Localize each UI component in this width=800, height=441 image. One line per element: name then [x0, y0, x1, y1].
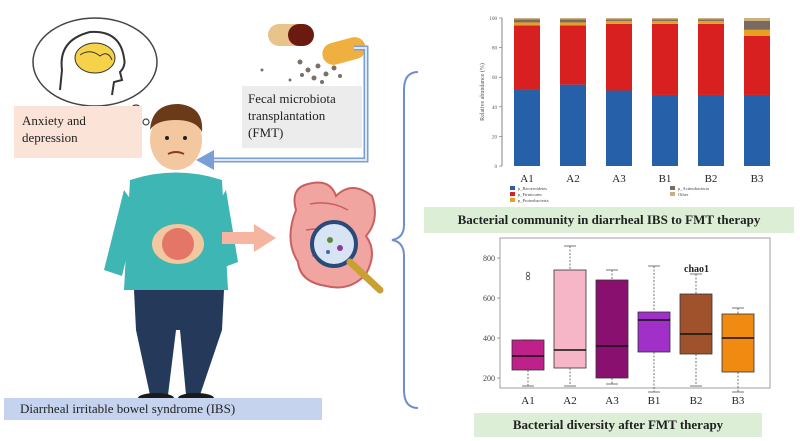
box-A3 — [595, 279, 629, 379]
x-tick-label: B1 — [648, 395, 661, 407]
bar-segment-A3-p_Proteobacteria — [606, 20, 632, 24]
legend-label: p_Bacteroidetes — [518, 186, 547, 191]
y-tick-label: 0 — [495, 165, 498, 170]
legend-label: p_Actinobacteria — [678, 186, 709, 191]
bar-segment-B2-p_Proteobacteria — [698, 20, 724, 24]
y-tick-label: 40 — [492, 106, 498, 111]
ibs-label: Diarrheal irritable bowel syndrome (IBS) — [4, 398, 322, 420]
bracket-icon — [391, 71, 419, 409]
bar-segment-A1-p_Firmicutes — [514, 25, 540, 90]
bar-segment-A2-p_Bacteroidetes — [560, 84, 586, 166]
intestine-magnifier-icon — [289, 181, 384, 294]
bar-segment-A3-p_Actinobacteria — [606, 19, 632, 21]
pink-arrow-icon — [222, 224, 276, 252]
bar-segment-B2-p_Firmicutes — [698, 23, 724, 95]
box-B3 — [721, 313, 755, 373]
anxiety-depression-label: Anxiety and depression — [14, 106, 142, 158]
legend-swatch — [510, 192, 515, 196]
bar-segment-B1-p_Actinobacteria — [652, 19, 678, 21]
bar-segment-B1-p_Bacteroidetes — [652, 94, 678, 166]
outlier-point — [525, 275, 531, 281]
bar-segment-A1-p_Actinobacteria — [514, 19, 540, 23]
legend-swatch — [510, 186, 515, 190]
bar-segment-B2-p_Bacteroidetes — [698, 94, 724, 166]
bar-segment-A3-p_Firmicutes — [606, 23, 632, 91]
y-tick-label: 20 — [492, 135, 498, 140]
x-tick-label: B1 — [659, 173, 672, 185]
y-tick-label: 100 — [490, 17, 498, 22]
bar-segment-A1-p_Proteobacteria — [514, 22, 540, 26]
legend-label: p_Proteobacteria — [518, 198, 549, 203]
diversity-caption: Bacterial diversity after FMT therapy — [474, 413, 762, 437]
legend-label: p_Firmicutes — [518, 192, 542, 197]
y-tick-label: 600 — [483, 294, 495, 303]
legend-swatch — [510, 198, 515, 202]
x-tick-label: B3 — [751, 173, 764, 185]
legend-swatch — [670, 186, 675, 190]
legend-label: Other — [678, 192, 689, 197]
bar-segment-B1-Other — [652, 18, 678, 20]
bar-segment-B1-p_Proteobacteria — [652, 20, 678, 24]
thought-bubble-icon — [32, 17, 158, 126]
bar-segment-A1-Other — [514, 18, 540, 20]
y-tick-label: 200 — [483, 374, 495, 383]
bar-segment-A2-p_Actinobacteria — [560, 19, 586, 23]
fmt-label-line3: (FMT) — [248, 125, 284, 140]
fmt-label: Fecal microbiota transplantation (FMT) — [242, 86, 362, 148]
plot-frame — [499, 237, 771, 389]
y-tick-label: 60 — [492, 76, 498, 81]
fmt-arrow-icon — [196, 45, 369, 170]
stacked-bar-chart: Relative abundance (%) 0 20 40 60 80 100 A1 A2… — [479, 17, 770, 203]
bar-segment-B1-p_Firmicutes — [652, 23, 678, 95]
x-tick-label: A3 — [612, 173, 626, 185]
chart-title: chao1 — [684, 264, 709, 275]
x-tick-label: A3 — [605, 395, 619, 407]
patient-figure-icon — [104, 104, 238, 403]
box-plot-chart: chao1 200 400 600 800 A1 A2 A3 B1 B2 B3 — [483, 237, 771, 407]
bar-segment-B3-Other — [744, 18, 770, 21]
fmt-label-line1: Fecal microbiota — [248, 91, 336, 106]
box-A1 — [511, 339, 545, 371]
bar-segment-A2-p_Firmicutes — [560, 25, 586, 85]
box-A2 — [553, 269, 587, 369]
x-tick-label: B2 — [690, 395, 703, 407]
x-tick-label: B3 — [732, 395, 745, 407]
capsule-pills-icon — [260, 24, 366, 84]
x-tick-label: A2 — [566, 173, 579, 185]
x-tick-label: A1 — [521, 395, 534, 407]
x-tick-label: B2 — [705, 173, 718, 185]
bar-segment-A2-p_Proteobacteria — [560, 22, 586, 26]
y-tick-label: 800 — [483, 254, 495, 263]
y-tick-label: 400 — [483, 334, 495, 343]
y-tick-label: 80 — [492, 47, 498, 52]
bar-segment-B3-p_Proteobacteria — [744, 29, 770, 36]
bar-segment-B3-p_Bacteroidetes — [744, 94, 770, 166]
x-tick-label: A1 — [520, 173, 533, 185]
bar-segment-B2-p_Actinobacteria — [698, 19, 724, 21]
outlier-point — [525, 271, 531, 277]
x-tick-label: A2 — [563, 395, 576, 407]
bar-segment-B3-p_Firmicutes — [744, 35, 770, 95]
bar-segment-A3-Other — [606, 18, 632, 20]
y-axis-label: Relative abundance (%) — [479, 63, 486, 121]
fmt-label-line2: transplantation — [248, 108, 326, 123]
bar-segment-B2-Other — [698, 18, 724, 20]
bar-segment-A1-p_Bacteroidetes — [514, 89, 540, 166]
community-caption: Bacterial community in diarrheal IBS to … — [424, 207, 794, 233]
bar-segment-A3-p_Bacteroidetes — [606, 90, 632, 166]
legend-swatch — [670, 192, 675, 196]
bar-segment-A2-Other — [560, 18, 586, 20]
bar-segment-B3-p_Actinobacteria — [744, 20, 770, 30]
box-B1 — [637, 311, 671, 353]
box-B2 — [679, 293, 713, 355]
